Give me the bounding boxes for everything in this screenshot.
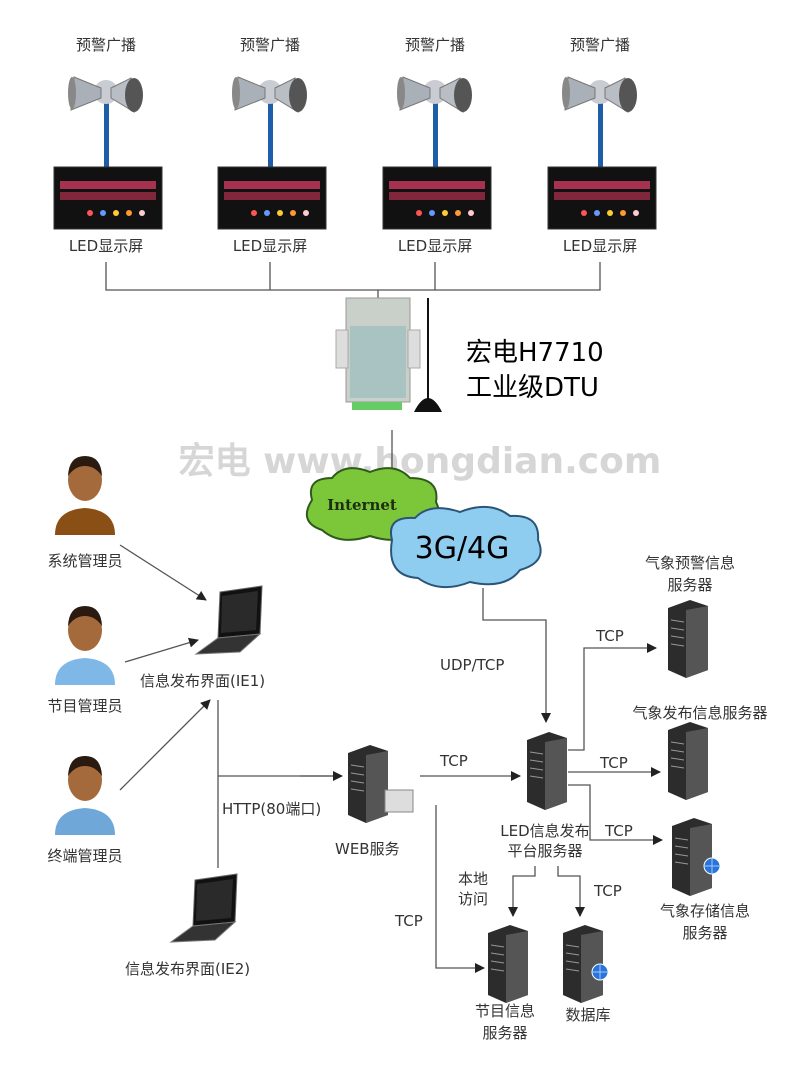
dtu-device-icon	[335, 297, 442, 412]
user-arrow	[124, 637, 199, 663]
speaker-label: 预警广播	[405, 36, 465, 54]
program-admin-avatar-icon	[55, 606, 115, 685]
speaker-label: 预警广播	[570, 36, 630, 54]
dtu-subtitle: 工业级DTU	[466, 373, 599, 403]
user-arrow	[119, 544, 207, 601]
laptop-ie2-icon	[170, 873, 238, 943]
program-server-label-1: 节目信息	[475, 1002, 535, 1020]
speaker-label: 预警广播	[76, 36, 136, 54]
system-admin-avatar-icon	[55, 456, 115, 535]
led-bus-line	[105, 262, 601, 298]
mobile-network-label: 3G/4G	[415, 531, 510, 566]
client-ie2-label: 信息发布界面(IE2)	[125, 960, 250, 978]
platform-to-alert-arrow	[568, 643, 657, 751]
platform-to-storage-arrow	[568, 784, 663, 845]
program-server-label-2: 服务器	[482, 1024, 527, 1042]
client-ie1-label: 信息发布界面(IE1)	[140, 672, 265, 690]
web-server-label: WEB服务	[335, 840, 400, 858]
tcp-label: TCP	[604, 822, 633, 840]
local-access-label-1: 本地	[458, 870, 488, 888]
led-label: LED显示屏	[233, 237, 307, 255]
broadcast-unit: 预警广播 LED显示屏	[53, 36, 163, 255]
speaker-label: 预警广播	[240, 36, 300, 54]
weather-storage-label-1: 气象存储信息	[660, 902, 750, 920]
database-server-icon	[562, 924, 609, 1004]
weather-alert-server-icon	[667, 599, 709, 679]
program-server-icon	[487, 924, 529, 1004]
web-to-program-arrow	[435, 805, 485, 973]
cloud-to-platform-arrow	[482, 588, 551, 723]
platform-to-database-arrow	[557, 866, 585, 917]
weather-storage-server-icon	[671, 817, 721, 897]
database-label: 数据库	[565, 1006, 610, 1024]
broadcast-unit: 预警广播 LED显示屏	[382, 36, 492, 255]
weather-storage-label-2: 服务器	[682, 924, 727, 942]
speaker-icon	[561, 76, 638, 168]
led-label: LED显示屏	[563, 237, 637, 255]
broadcast-unit: 预警广播 LED显示屏	[547, 36, 657, 255]
http-link-line	[217, 700, 340, 868]
terminal-admin-avatar-icon	[55, 756, 115, 835]
tcp-label: TCP	[593, 882, 622, 900]
led-screen-icon	[382, 166, 492, 230]
led-screen-icon	[53, 166, 163, 230]
tcp-label: TCP	[439, 752, 468, 770]
web-server-icon	[347, 744, 414, 824]
platform-to-program-arrow	[508, 866, 536, 917]
speaker-icon	[231, 76, 308, 168]
tcp-label: TCP	[595, 627, 624, 645]
user-arrow	[119, 699, 211, 791]
laptop-ie1-icon	[195, 585, 263, 655]
tcp-label: TCP	[599, 754, 628, 772]
speaker-icon	[396, 76, 473, 168]
weather-alert-label-2: 服务器	[667, 576, 712, 594]
http-label: HTTP(80端口)	[222, 800, 321, 818]
local-access-label-2: 访问	[458, 890, 488, 908]
weather-publish-label: 气象发布信息服务器	[632, 704, 767, 722]
udp-tcp-label: UDP/TCP	[440, 656, 504, 674]
watermark: 宏电 www.hongdian.com	[179, 441, 662, 482]
led-platform-label-2: 平台服务器	[507, 842, 582, 860]
mobile-network-cloud-icon	[390, 505, 542, 589]
led-screen-icon	[217, 166, 327, 230]
led-screen-icon	[547, 166, 657, 230]
terminal-admin-label: 终端管理员	[47, 847, 122, 865]
tcp-label: TCP	[394, 912, 423, 930]
weather-alert-label-1: 气象预警信息	[645, 554, 735, 572]
program-admin-label: 节目管理员	[47, 697, 122, 715]
dtu-title: 宏电H7710	[466, 338, 604, 368]
speaker-icon	[67, 76, 144, 168]
internet-label: Internet	[327, 496, 397, 514]
weather-publish-server-icon	[667, 721, 709, 801]
led-platform-server-icon	[526, 731, 568, 811]
led-label: LED显示屏	[398, 237, 472, 255]
broadcast-unit: 预警广播 LED显示屏	[217, 36, 327, 255]
led-platform-label-1: LED信息发布	[500, 822, 589, 840]
system-admin-label: 系统管理员	[47, 552, 122, 570]
led-label: LED显示屏	[69, 237, 143, 255]
